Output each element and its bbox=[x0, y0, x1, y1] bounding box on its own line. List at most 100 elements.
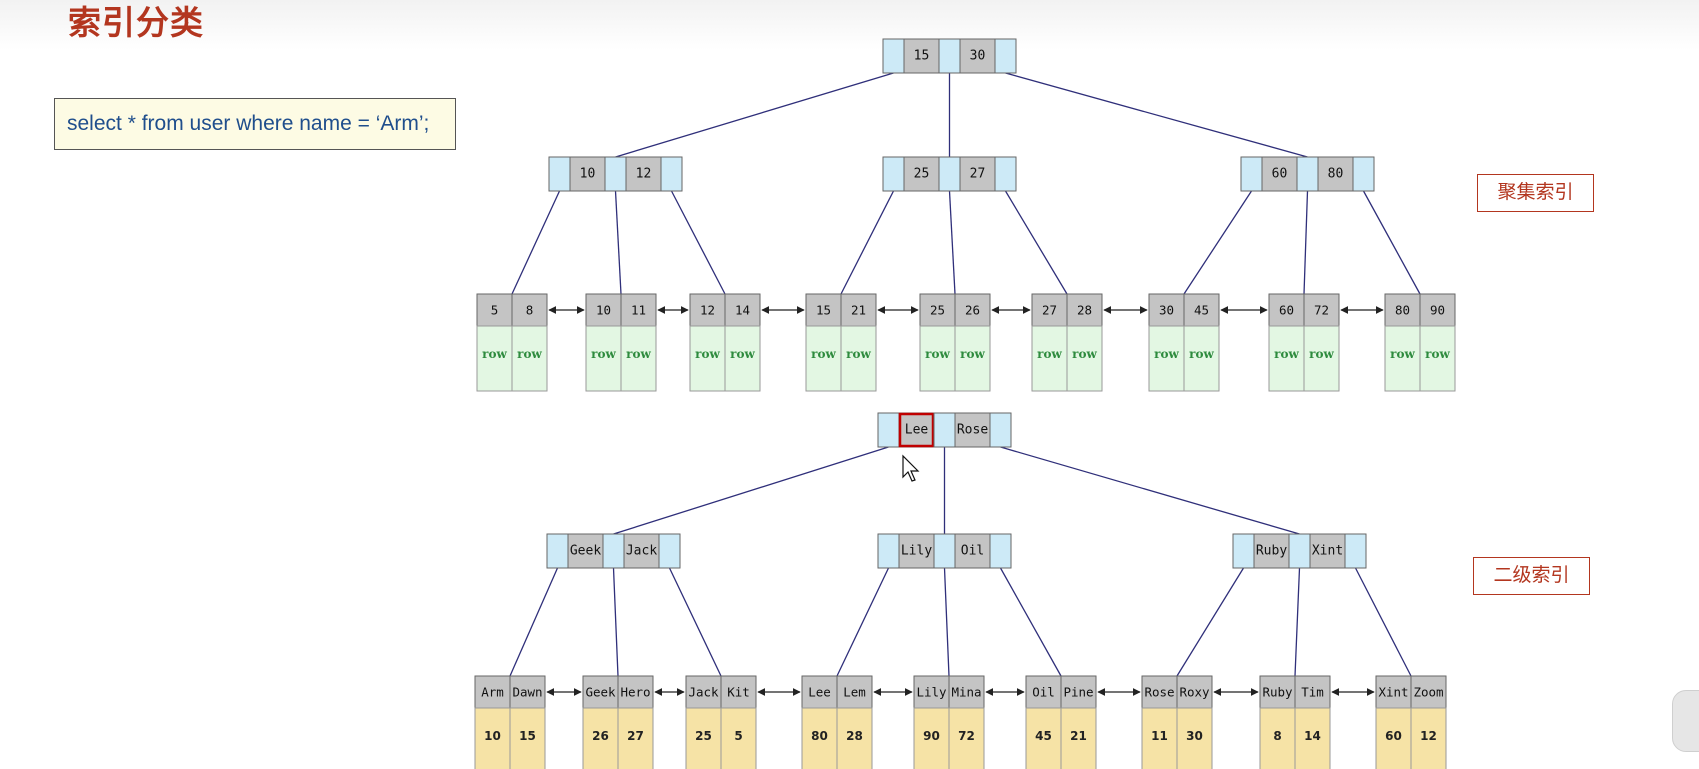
clustered-internal-node-key-cell bbox=[903, 156, 940, 192]
clustered-leaf-node-value-cell bbox=[805, 325, 842, 392]
clustered-leaf-node-value-cell bbox=[511, 325, 548, 392]
clustered-leaf-node-value-cell bbox=[840, 325, 877, 392]
secondary-leaf-node-value-cell bbox=[1410, 707, 1447, 769]
clustered-internal-node-key-0: 60 bbox=[1272, 167, 1288, 182]
secondary-leaf-node-key-1: Hero bbox=[620, 685, 650, 700]
clustered-internal-node-pointer-cell bbox=[548, 156, 571, 192]
clustered-root-node-key-1: 30 bbox=[970, 49, 986, 64]
secondary-leaf-node-key-cell bbox=[836, 675, 873, 709]
secondary-leaf-node-value-cell bbox=[1176, 707, 1213, 769]
secondary-leaf-node-key-cell bbox=[509, 675, 546, 709]
clustered-leaf-node-value-0: row bbox=[1390, 347, 1415, 361]
secondary-leaf-node-value-1: 27 bbox=[627, 729, 644, 743]
secondary-leaf-node-key-0: Lily bbox=[916, 685, 947, 700]
secondary-leaf-node-key-1: Lem bbox=[843, 685, 866, 700]
clustered-leaf-node-value-0: row bbox=[925, 347, 950, 361]
secondary-root-node-key-1: Rose bbox=[957, 423, 988, 438]
clustered-leaf-node-key-cell bbox=[689, 293, 726, 327]
clustered-leaf-node-value-cell bbox=[919, 325, 956, 392]
secondary-leaf-node-key-1: Zoom bbox=[1413, 685, 1443, 700]
clustered-leaf-node-key-cell bbox=[954, 293, 991, 327]
clustered-root-node-pointer-cell bbox=[994, 38, 1017, 74]
clustered-edge bbox=[1005, 72, 1308, 158]
clustered-root-node-key-cell bbox=[959, 38, 996, 74]
secondary-leaf-node-key-0: Xint bbox=[1378, 685, 1408, 700]
clustered-leaf-node-value-0: row bbox=[1037, 347, 1062, 361]
clustered-leaf-node-value-cell bbox=[724, 325, 761, 392]
clustered-leaf-node-key-0: 15 bbox=[816, 303, 831, 318]
secondary-leaf-node-value-0: 25 bbox=[695, 729, 712, 743]
secondary-internal-node-key-cell bbox=[898, 533, 935, 569]
secondary-internal-node-key-cell bbox=[954, 533, 991, 569]
clustered-edge bbox=[614, 190, 622, 295]
secondary-internal-node-key-0: Lily bbox=[901, 544, 932, 559]
secondary-leaf-node-value-cell bbox=[720, 707, 757, 769]
clustered-leaf-node-value-cell bbox=[1066, 325, 1103, 392]
secondary-leaf-node-value-0: 8 bbox=[1273, 729, 1281, 743]
secondary-leaf-node-value-cell bbox=[1294, 707, 1331, 769]
secondary-leaf-node-key-cell bbox=[1176, 675, 1213, 709]
clustered-leaf-node-value-cell bbox=[954, 325, 991, 392]
clustered-internal-node-key-1: 27 bbox=[970, 167, 986, 182]
clustered-internal-node-key-1: 80 bbox=[1328, 167, 1344, 182]
secondary-leaf-node-key-1: Pine bbox=[1063, 685, 1093, 700]
clustered-internal-node-key-cell bbox=[625, 156, 662, 192]
secondary-internal-node-key-0: Ruby bbox=[1256, 544, 1287, 559]
header-band bbox=[0, 0, 1699, 50]
secondary-root-node-pointer-cell bbox=[989, 412, 1012, 448]
secondary-leaf-node-value-cell bbox=[617, 707, 654, 769]
secondary-leaf-node-key-0: Geek bbox=[585, 685, 616, 700]
clustered-internal-node-key-1: 12 bbox=[636, 167, 652, 182]
secondary-leaf-node-key-cell bbox=[720, 675, 757, 709]
secondary-internal-node-pointer-cell bbox=[602, 533, 625, 569]
secondary-leaf-node-key-cell bbox=[1410, 675, 1447, 709]
clustered-leaf-node-value-cell bbox=[476, 325, 513, 392]
secondary-leaf-node-value-1: 14 bbox=[1304, 729, 1321, 743]
secondary-internal-node-key-1: Oil bbox=[961, 544, 984, 559]
clustered-internal-node-pointer-cell bbox=[660, 156, 683, 192]
clustered-leaf-node-value-0: row bbox=[811, 347, 836, 361]
mouse-cursor-icon bbox=[902, 454, 920, 482]
secondary-leaf-node-key-1: Dawn bbox=[512, 685, 542, 700]
clustered-leaf-node-key-0: 10 bbox=[596, 303, 611, 318]
clustered-edge bbox=[1362, 190, 1421, 295]
secondary-leaf-node-key-0: Arm bbox=[481, 685, 504, 700]
clustered-leaf-node-key-0: 5 bbox=[491, 303, 499, 318]
secondary-root-node-key-cell bbox=[954, 412, 991, 448]
clustered-edge bbox=[615, 72, 894, 158]
clustered-edge bbox=[840, 190, 895, 295]
secondary-root-node-pointer-cell bbox=[933, 412, 956, 448]
clustered-internal-node-key-cell bbox=[1261, 156, 1298, 192]
clustered-internal-node-pointer-cell bbox=[1296, 156, 1319, 192]
secondary-leaf-node-key-0: Rose bbox=[1144, 685, 1174, 700]
clustered-leaf-node-value-0: row bbox=[591, 347, 616, 361]
secondary-leaf-node-value-1: 30 bbox=[1186, 729, 1203, 743]
secondary-leaf-node-value-cell bbox=[1141, 707, 1178, 769]
scroll-edge-handle[interactable] bbox=[1672, 690, 1699, 752]
clustered-leaf-node-value-cell bbox=[1148, 325, 1185, 392]
secondary-leaf-node-value-1: 21 bbox=[1070, 729, 1087, 743]
secondary-leaf-node-key-cell bbox=[1141, 675, 1178, 709]
clustered-internal-node-key-cell bbox=[1317, 156, 1354, 192]
secondary-leaf-node-value-0: 10 bbox=[484, 729, 501, 743]
secondary-leaf-node-value-1: 12 bbox=[1420, 729, 1437, 743]
clustered-root-node-pointer-cell bbox=[882, 38, 905, 74]
clustered-leaf-node-value-cell bbox=[585, 325, 622, 392]
secondary-leaf-node-value-cell bbox=[1375, 707, 1412, 769]
clustered-leaf-node-value-cell bbox=[1384, 325, 1421, 392]
clustered-leaf-node-value-1: row bbox=[846, 347, 871, 361]
clustered-edge bbox=[1303, 190, 1309, 295]
